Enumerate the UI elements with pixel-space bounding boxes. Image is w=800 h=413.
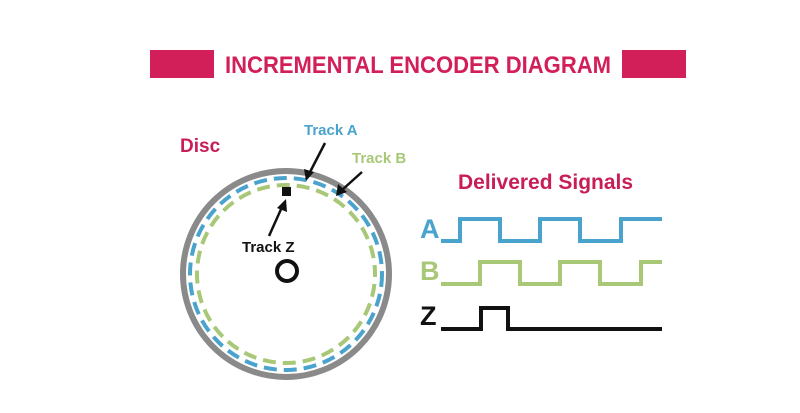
track-a-arrow — [307, 142, 327, 175]
title-banner: INCREMENTAL ENCODER DIAGRAM — [150, 50, 686, 79]
track-z-arrow — [267, 206, 284, 237]
track-a-label: Track A — [304, 122, 358, 139]
signals-heading: Delivered Signals — [458, 171, 633, 194]
disc-label: Disc — [180, 136, 221, 157]
signal-b-label: B — [420, 256, 440, 286]
track-a-ring — [188, 176, 384, 372]
track-z-arrowhead — [277, 199, 287, 212]
track-b-label: Track B — [352, 150, 406, 167]
banner-right-bar — [622, 50, 686, 78]
track-a-arrowhead — [304, 169, 314, 181]
track-z-label: Track Z — [242, 239, 295, 256]
signal-z-waveform — [441, 306, 662, 331]
page-title: INCREMENTAL ENCODER DIAGRAM — [225, 52, 611, 79]
track-b-arrowhead — [336, 184, 347, 196]
encoder-disc — [180, 168, 392, 380]
track-b-ring — [195, 183, 377, 365]
signal-z-label: Z — [420, 301, 437, 331]
signal-a-label: A — [420, 214, 440, 244]
signal-a-waveform — [441, 217, 662, 243]
banner-left-bar — [150, 50, 214, 78]
track-z-marker — [282, 187, 291, 196]
disc-hub — [275, 259, 299, 283]
track-b-arrow — [341, 171, 363, 191]
signal-b-waveform — [441, 260, 662, 286]
